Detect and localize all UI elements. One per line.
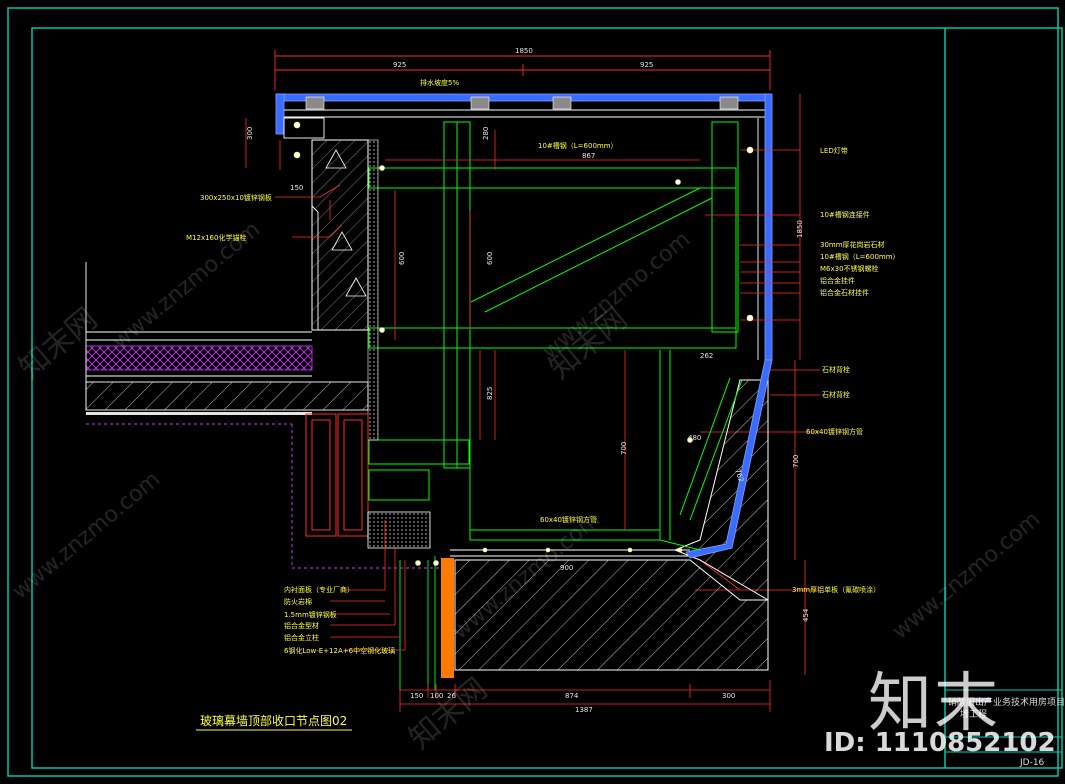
bottom-dim-874: 874 [565,692,579,700]
dim-top-left: 925 [393,61,406,69]
note-steel-tube: 60x40镀锌钢方管 [806,427,863,436]
note-fire-wool: 防火岩棉 [284,597,312,606]
dim-top-right: 925 [640,61,653,69]
note-glass-spec: 6钢化Low-E+12A+6中空钢化玻璃 [284,646,395,655]
dim-150: 150 [290,184,303,192]
note-chemical-anchor: M12x160化学锚栓 [186,233,246,242]
asset-id: ID: 1110852102 [824,728,1056,758]
note-stone-hanger: 铝合金石材挂件 [820,288,869,297]
bottom-dim-ticks [427,684,691,698]
beam-sections [305,413,369,537]
note-stone-anchor-b: 石材背栓 [822,390,850,399]
svg-text:知末网: 知末网 [13,301,104,386]
vdim-600-left: 600 [398,252,406,265]
sheet-frame [7,7,1063,777]
vdim-825: 825 [486,387,494,400]
note-granite: 30mm厚花岗岩石材 [820,240,885,249]
note-aluminum-mullion: 铝合金立柱 [284,633,319,642]
leader-lines-left [275,184,406,651]
parapet-coping [275,93,773,361]
dim-480: 480 [688,434,701,442]
sloped-cladding [659,359,773,559]
vdim-600-right: 600 [486,252,494,265]
dim-top-total: 1850 [515,47,533,55]
interior-ceiling-line [86,423,440,569]
sheet-number: JD-16 [1019,758,1045,768]
vdim-700-inner: 700 [620,442,628,455]
dim-867: 867 [582,152,595,160]
bottom-dim-100: 100 [430,692,443,700]
note-inner-panel: 内衬面板（专业厂商） [284,585,354,594]
bottom-dim-150: 150 [410,692,423,700]
note-embed-plate: 300x250x10镀锌钢板 [200,193,272,202]
project-name-line2: 墙工程 [960,708,987,720]
roof-layers [85,262,369,415]
bottom-dim-total: 1387 [575,706,593,714]
note-aluminum-profile: 铝合金型材 [284,621,319,630]
title-block: 硝酸服出产业务技术用房项目幕 墙工程 JD-16 [945,689,1065,768]
dim-262: 262 [700,352,713,360]
vdim-1850: 1850 [796,220,804,238]
svg-text:知末网: 知末网 [403,671,494,756]
vdim-454: 454 [802,608,810,622]
dim-900: 900 [560,564,573,572]
note-tube-inner: 60x40镀锌钢方管 [540,515,597,524]
reference-lines [245,94,820,712]
svg-text:www.znzmo.com: www.znzmo.com [888,507,1045,645]
base-concrete [450,379,769,671]
curtain-wall-mullion [367,511,454,690]
drawing-title: 玻璃幕墙顶部收口节点图02 [200,713,347,728]
top-dimensions [274,50,771,90]
concrete-parapet [311,139,379,441]
brand-logo: 知末 [868,667,1000,741]
note-channel-connector: 10#槽钢连接件 [820,210,870,219]
vdim-300: 300 [246,127,254,140]
note-drain-slope: 排水坡度5% [420,78,459,87]
note-aluminum-panel: 3mm厚铝单板（氟碳喷涂） [792,585,880,594]
note-channel-inner: 10#槽钢（L=600mm） [538,141,618,150]
note-channel-600: 10#槽钢（L=600mm） [820,252,900,261]
note-stone-anchor-a: 石材背栓 [822,365,850,374]
bottom-dim-26: 26 [447,692,456,700]
vdim-700-outer: 700 [792,455,800,468]
anchor-bolts [293,121,754,566]
bottom-dim-300: 300 [722,692,735,700]
project-name-line1: 硝酸服出产业务技术用房项目幕 [948,696,1065,708]
note-galv-sheet: 1.5mm镀锌钢板 [284,610,337,619]
note-led-strip: LED灯带 [820,146,848,155]
note-stainless-bolt: M6x30不锈钢螺栓 [820,264,879,273]
note-aluminum-hanger: 铝合金挂件 [820,276,855,285]
dim-280: 280 [482,127,490,140]
